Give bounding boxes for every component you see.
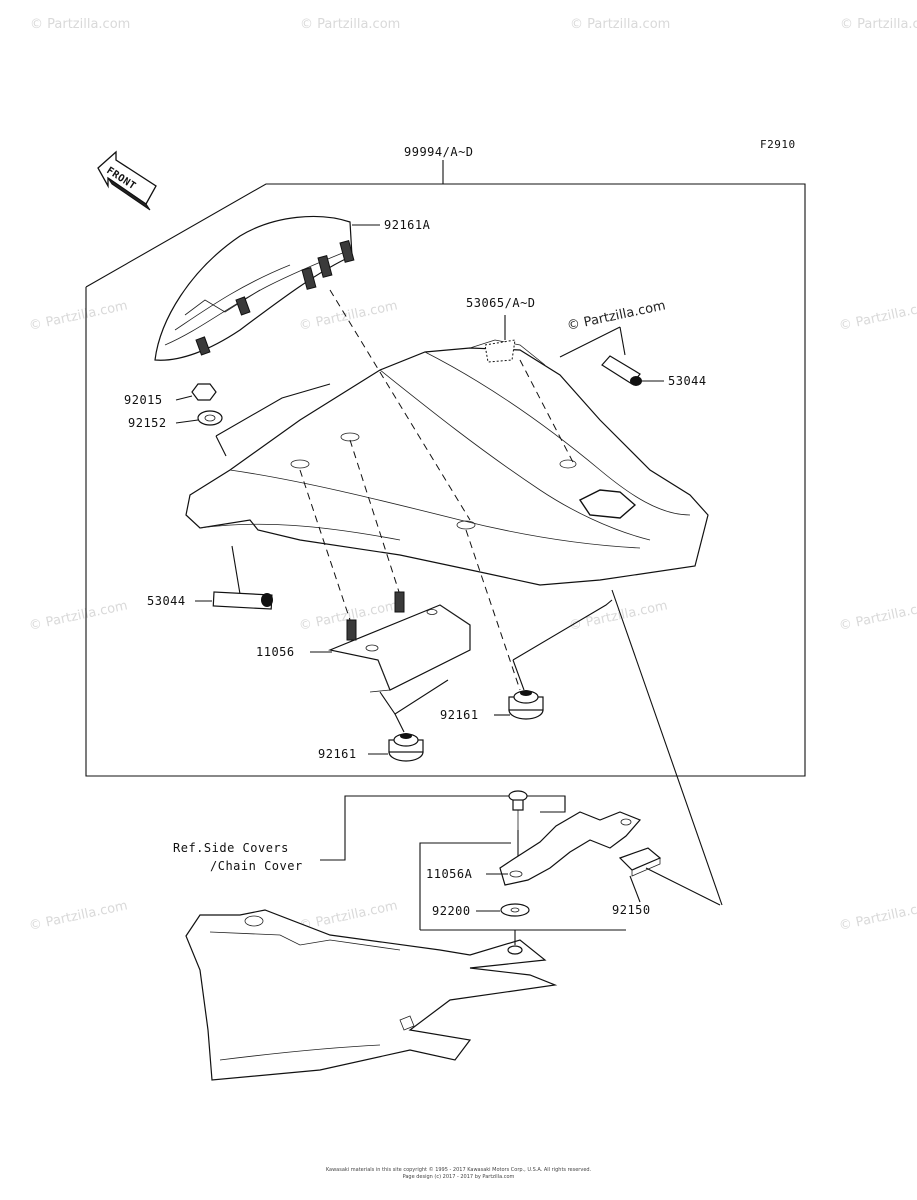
- watermark: © Partzilla.com: [28, 898, 129, 934]
- watermark: © Partzilla.com: [28, 298, 129, 334]
- callout-damper-left: 92161: [318, 747, 357, 761]
- watermark: © Partzilla.com: [300, 17, 400, 32]
- watermark: © Partzilla.com: [28, 598, 129, 634]
- watermark: © Partzilla.com: [838, 898, 917, 934]
- front-arrow-icon: FRONT: [97, 150, 157, 211]
- callout-cover-top: 92161A: [384, 218, 431, 232]
- footer-line1: Kawasaki materials in this site copyrigh…: [325, 1167, 592, 1173]
- callout-pad: 92150: [612, 903, 651, 917]
- watermark: © Partzilla.com: [298, 298, 399, 334]
- nut-part: 92015: [124, 383, 217, 407]
- callout-ref-line1: Ref.Side Covers: [173, 841, 289, 855]
- tape-right-part: 53044: [559, 326, 707, 388]
- washer-part: 92200: [432, 903, 530, 955]
- watermark: © Partzilla.com: [30, 17, 130, 32]
- callout-damper-right: 92161: [440, 708, 479, 722]
- callout-assembly: 99994/A~D: [404, 145, 474, 159]
- callout-tape-left: 53044: [147, 594, 186, 608]
- small-bracket-group: 11056A 92200 92150: [419, 790, 721, 955]
- seat-cover-upper-part: 92161A: [154, 215, 431, 361]
- assembly-outline: 99994/A~D: [85, 145, 806, 777]
- assembly-guide-lines: [299, 289, 723, 906]
- watermark: © Partzilla.com: [568, 598, 669, 634]
- damper-right-part: 92161: [440, 599, 613, 722]
- callout-nut: 92015: [124, 393, 163, 407]
- footer-copyright: Kawasaki materials in this site copyrigh…: [0, 1167, 917, 1181]
- callout-washer: 92200: [432, 904, 471, 918]
- damper-left-part: 92161: [318, 679, 449, 762]
- grommet-part: 92152: [128, 383, 331, 457]
- watermark: © Partzilla.com: [838, 298, 917, 334]
- seat-cowl-main-part: 53065/A~D: [185, 296, 709, 586]
- bolt-part: [508, 790, 528, 860]
- bracket-part: 11056: [256, 591, 471, 693]
- footer-line2: Page design (c) 2017 - 2017 by Partzilla…: [402, 1174, 515, 1180]
- callout-tape-right: 53044: [668, 374, 707, 388]
- watermark: © Partzilla.com: [840, 17, 917, 32]
- callout-bracket: 11056: [256, 645, 295, 659]
- watermark: © Partzilla.com: [838, 598, 917, 634]
- reference-side-covers: Ref.Side Covers /Chain Cover: [173, 795, 566, 1081]
- pad-part: 92150: [612, 847, 721, 917]
- watermark: © Partzilla.com: [570, 17, 670, 32]
- callout-seat-cover: 53065/A~D: [466, 296, 536, 310]
- callout-bracket-small: 11056A: [426, 867, 473, 881]
- callout-grommet: 92152: [128, 416, 167, 430]
- callout-ref-line2: /Chain Cover: [210, 859, 303, 873]
- tape-left-part: 53044: [147, 545, 273, 610]
- diagram-code: F2910: [760, 138, 796, 151]
- bracket-small-part: 11056A: [426, 811, 642, 886]
